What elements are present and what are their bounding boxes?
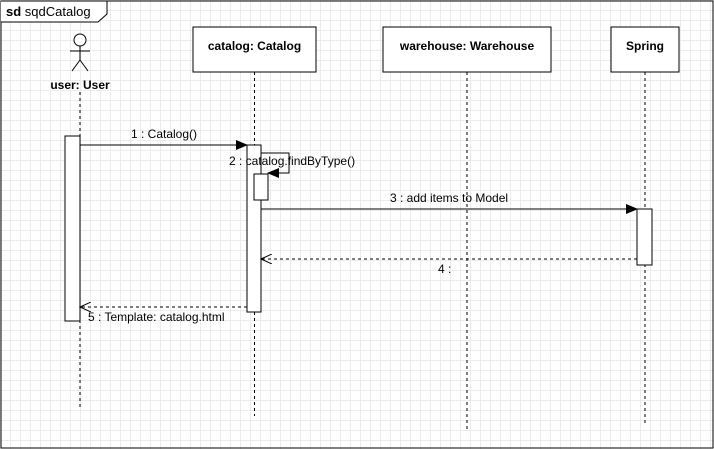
message-1-label: 1 : Catalog(): [131, 127, 197, 141]
lifeline-catalog-label: catalog: Catalog: [208, 39, 301, 53]
lifeline-spring-head[interactable]: Spring: [610, 26, 680, 73]
message-5-label: 5 : Template: catalog.html: [88, 310, 225, 324]
message-2-self[interactable]: 2 : catalog.findByType(): [229, 152, 355, 178]
activation-catalog[interactable]: [246, 144, 262, 313]
lifeline-spring-label: Spring: [626, 39, 664, 53]
message-3[interactable]: 3 : add items to Model: [261, 191, 638, 214]
actor-user-label: user: User: [50, 78, 110, 92]
lifeline-warehouse-head[interactable]: warehouse: Warehouse: [382, 26, 552, 73]
message-3-label: 3 : add items to Model: [390, 191, 508, 205]
lifeline-warehouse-label: warehouse: Warehouse: [399, 39, 535, 53]
lifeline-catalog-head[interactable]: catalog: Catalog: [192, 26, 317, 73]
stick-figure-icon: [70, 33, 90, 72]
message-5-return[interactable]: 5 : Template: catalog.html: [80, 307, 247, 324]
message-4-label: 4 :: [438, 262, 451, 276]
activation-catalog-nested[interactable]: [253, 173, 269, 201]
message-4-return[interactable]: 4 :: [261, 259, 637, 276]
actor-user[interactable]: user: User: [50, 33, 110, 92]
activation-spring[interactable]: [636, 208, 653, 266]
activation-user[interactable]: [64, 135, 81, 322]
message-2-label: 2 : catalog.findByType(): [229, 154, 355, 168]
message-1[interactable]: 1 : Catalog(): [80, 127, 248, 150]
frame-title: sd sqdCatalog: [6, 4, 91, 19]
